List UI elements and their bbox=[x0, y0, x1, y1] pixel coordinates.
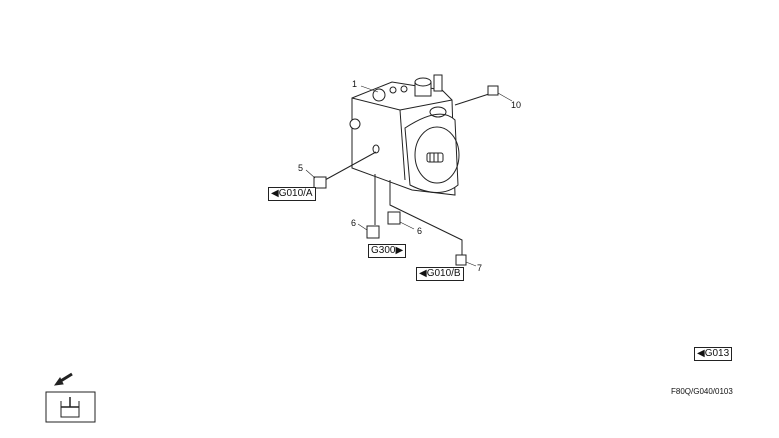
hydraulic-cylinder-icon bbox=[45, 391, 96, 423]
callout-5: 5 bbox=[298, 163, 304, 173]
callout-7: 7 bbox=[477, 263, 483, 273]
callout-1: 1 bbox=[352, 79, 358, 89]
drawing-code: F80Q/G040/0103 bbox=[671, 387, 733, 396]
callout-6-right: 6 bbox=[417, 226, 423, 236]
fitting-icon bbox=[313, 85, 499, 266]
reference-g013-link[interactable]: ◀G013 bbox=[694, 347, 733, 361]
arrow-icon bbox=[53, 372, 73, 386]
callout-6-left: 6 bbox=[351, 218, 357, 228]
reference-g010a-link[interactable]: ◀G010/A bbox=[268, 187, 316, 201]
reference-g300-link[interactable]: G300▶ bbox=[368, 244, 407, 258]
leader-lines bbox=[305, 85, 513, 267]
pump-body bbox=[324, 74, 493, 255]
reference-g010b-link[interactable]: ◀G010/B bbox=[416, 267, 464, 281]
callout-10: 10 bbox=[511, 100, 522, 110]
